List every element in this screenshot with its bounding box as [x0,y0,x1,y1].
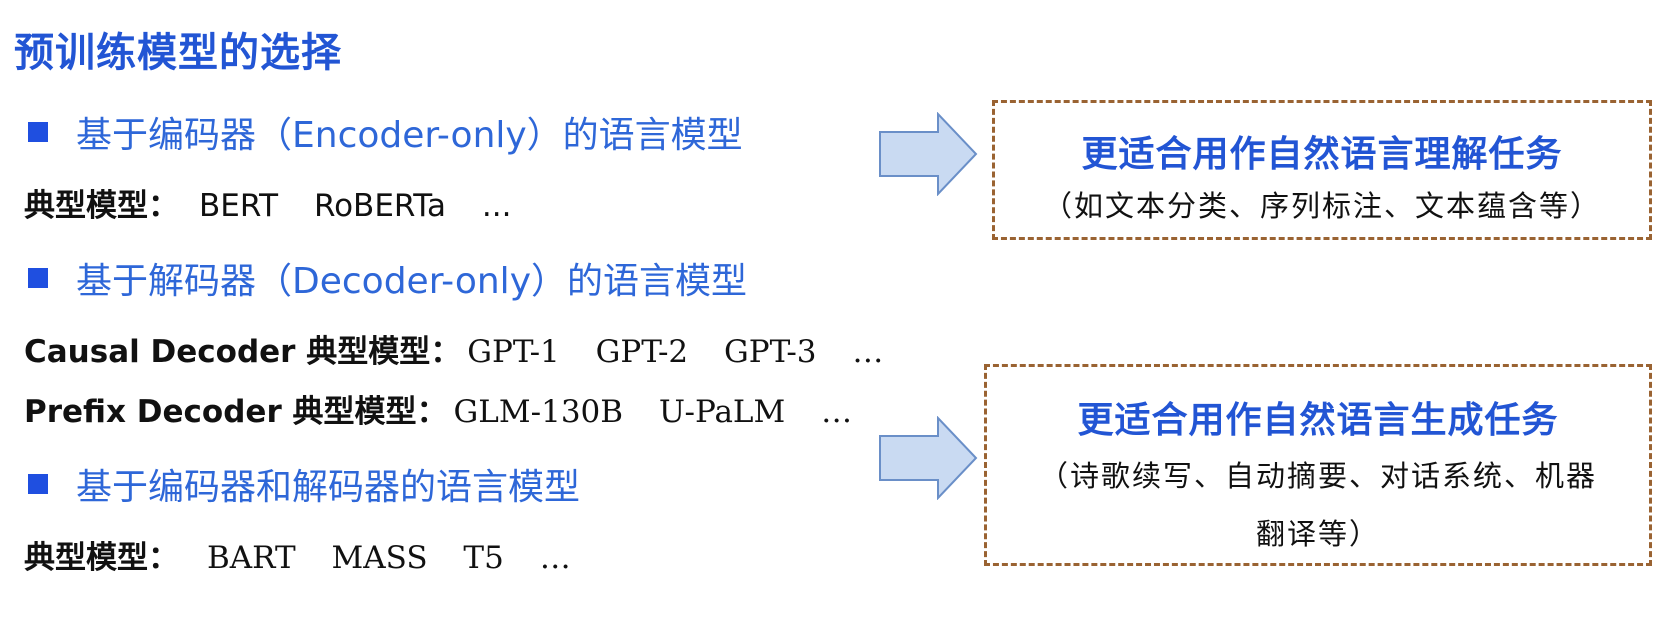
right-arrow-icon [879,416,978,500]
nlg-box-description-line2: 翻译等） [1255,517,1380,551]
causal-decoder-models-label: Causal Decoder 典型模型： [24,334,462,370]
prefix-decoder-models-values: GLM-130B U-PaLM … [454,394,853,430]
bullet-square-icon [28,122,48,142]
encoder-decoder-models-label: 典型模型： [24,540,179,576]
section-encoder-decoder: 基于编码器和解码器的语言模型 [28,458,580,510]
nlg-box-description-line1: （诗歌续写、自动摘要、对话系统、机器 [1038,459,1597,493]
model-name: GPT-3 [724,334,817,370]
model-name: T5 [463,540,504,576]
prefix-decoder-models-line: Prefix Decoder 典型模型： GLM-130B U-PaLM … [24,386,852,431]
model-name: RoBERTa [313,188,446,224]
section-decoder-only: 基于解码器（Decoder-only）的语言模型 [28,252,747,304]
model-name: GPT-1 [467,334,560,370]
model-name: GLM-130B [453,394,624,430]
bullet-square-icon [28,268,48,288]
nlu-suitability-box: 更适合用作自然语言理解任务 （如文本分类、序列标注、文本蕴含等） [992,100,1652,240]
section-encoder-only: 基于编码器（Encoder-only）的语言模型 [28,106,743,158]
right-arrow-icon [879,112,978,196]
nlu-box-title: 更适合用作自然语言理解任务 [1081,134,1563,175]
model-name: ... [481,188,512,224]
model-name: BERT [199,188,279,224]
model-name: U-PaLM [658,394,786,430]
model-name: … [852,334,884,370]
model-name: … [821,394,853,430]
section-heading-decoder-only: 基于解码器（Decoder-only）的语言模型 [76,261,747,302]
nlu-box-description: （如文本分类、序列标注、文本蕴含等） [1042,189,1601,223]
section-heading-encoder-decoder: 基于编码器和解码器的语言模型 [76,467,581,508]
page-title: 预训练模型的选择 [14,30,342,76]
encoder-decoder-models-values: BART MASS T5 … [207,540,571,576]
model-name: … [539,540,571,576]
model-name: GPT-2 [595,334,689,370]
section-heading-encoder-only: 基于编码器（Encoder-only）的语言模型 [76,115,743,156]
prefix-decoder-models-label: Prefix Decoder 典型模型： [24,394,448,430]
bullet-square-icon [28,474,48,494]
causal-decoder-models-values: GPT-1 GPT-2 GPT-3 … [467,334,883,370]
causal-decoder-models-line: Causal Decoder 典型模型： GPT-1 GPT-2 GPT-3 … [24,326,883,371]
model-name: MASS [331,540,428,576]
encoder-decoder-models-line: 典型模型： BART MASS T5 … [24,532,571,577]
encoder-models-line: 典型模型： BERT RoBERTa ... [24,180,511,225]
nlg-box-title: 更适合用作自然语言生成任务 [1077,400,1559,441]
encoder-models-values: BERT RoBERTa ... [199,188,511,224]
nlg-suitability-box: 更适合用作自然语言生成任务 （诗歌续写、自动摘要、对话系统、机器 翻译等） [984,364,1652,566]
encoder-models-label: 典型模型： [24,188,179,224]
model-name: BART [207,540,296,576]
